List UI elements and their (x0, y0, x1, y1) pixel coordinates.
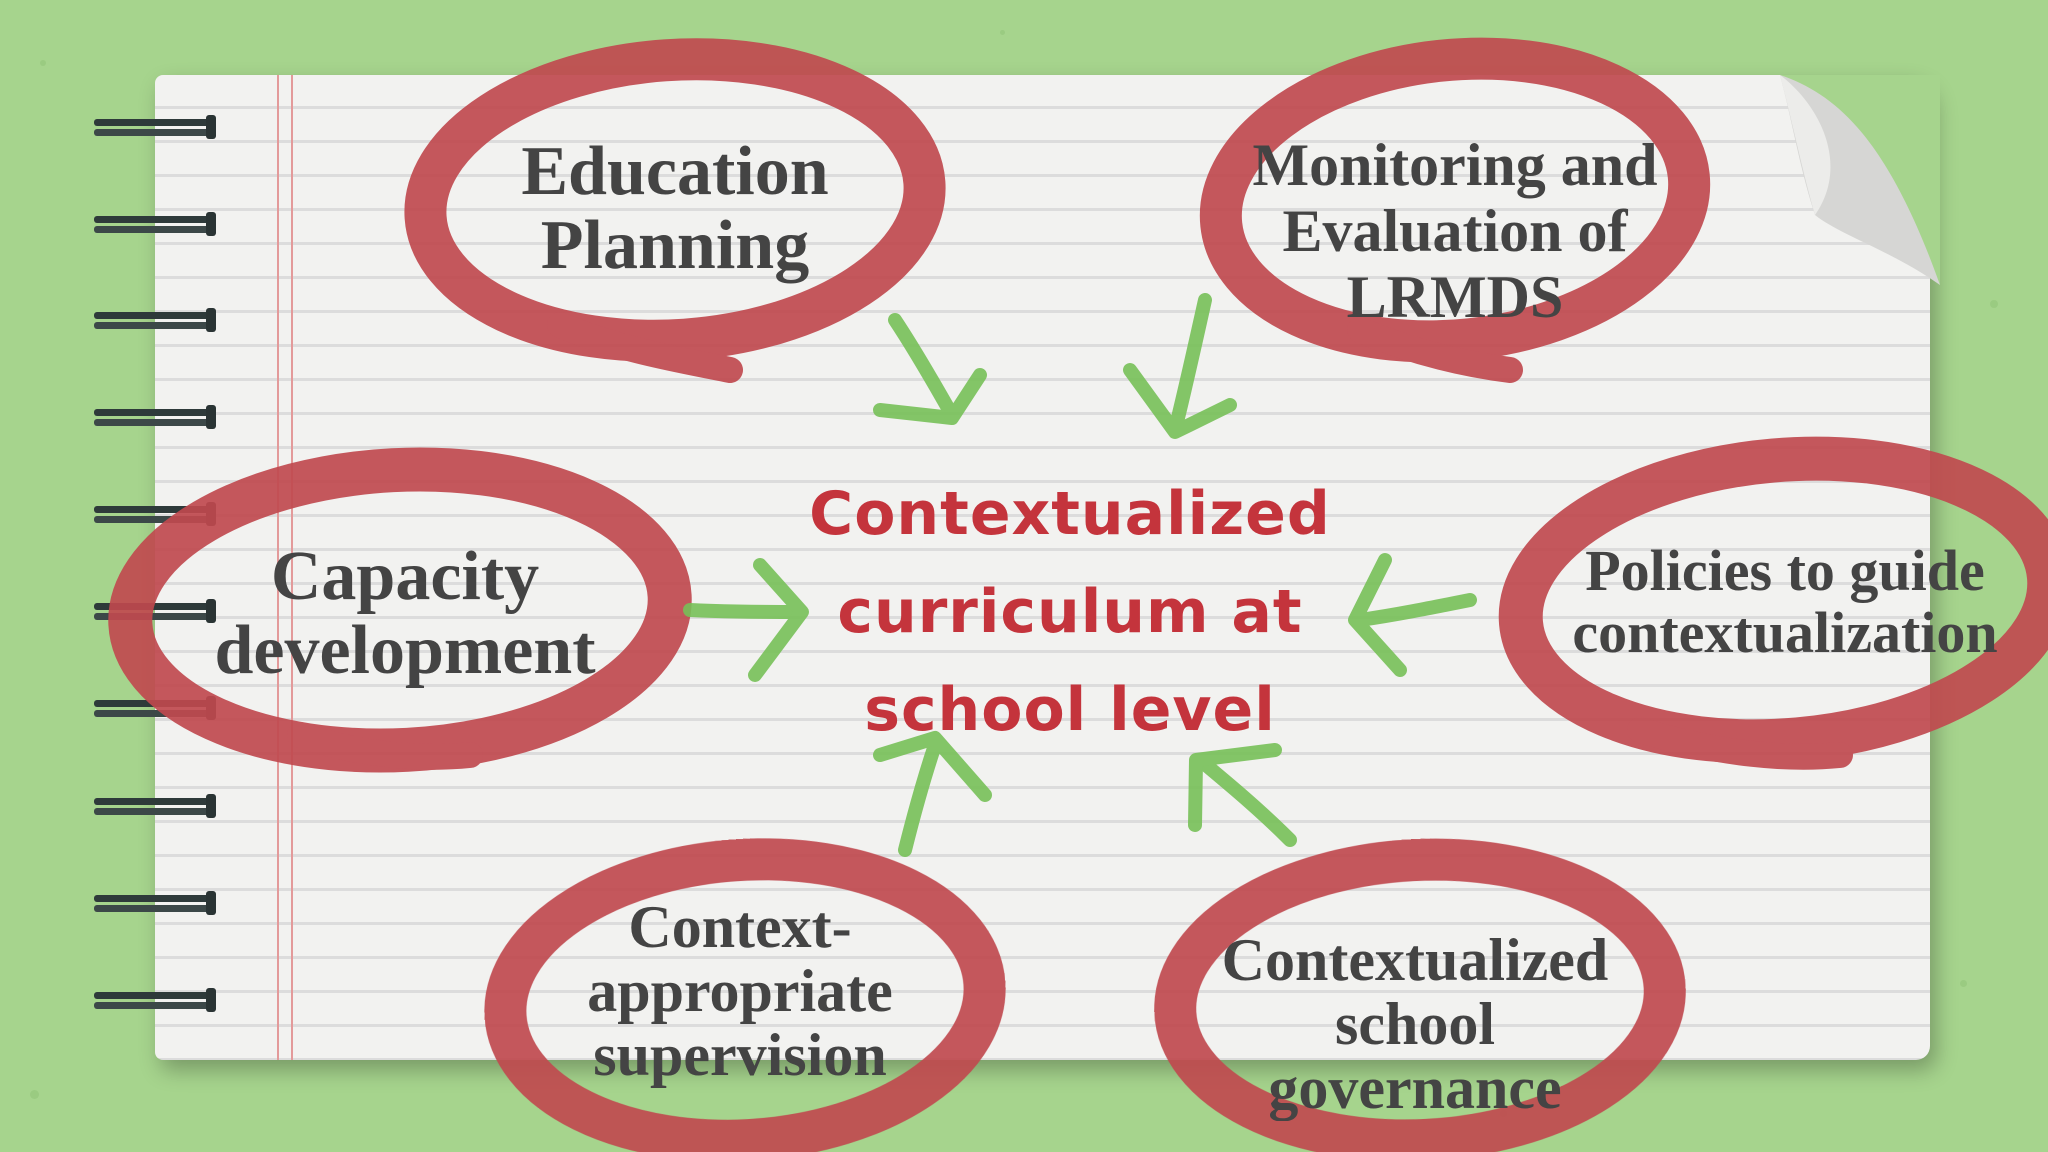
margin-line (291, 75, 293, 1060)
margin-line (277, 75, 279, 1060)
node-line: Evaluation of (1282, 198, 1628, 264)
circle-monitoring (1199, 37, 1711, 383)
node-line: development (214, 612, 596, 689)
node-line: Monitoring and (1252, 132, 1658, 198)
node-line: governance (1268, 1055, 1562, 1121)
center-concept: Contextualized curriculum at school leve… (790, 465, 1350, 759)
center-line: curriculum at (837, 577, 1303, 647)
center-line: school level (864, 675, 1276, 745)
background-speckle (1000, 30, 1005, 35)
arrow-from-policies (1348, 553, 1477, 677)
arrow-from-capacity (683, 558, 809, 682)
circle-governance (1154, 838, 1686, 1152)
node-line: supervision (593, 1022, 887, 1088)
node-line: Contextualized (1221, 927, 1609, 993)
node-line: Context- (628, 894, 852, 960)
node-capacity: Capacity development (170, 540, 640, 688)
node-line: Education (521, 133, 829, 210)
node-line: LRMDS (1346, 264, 1564, 330)
node-line: Capacity (270, 538, 540, 615)
spiral-ring (94, 794, 216, 818)
background-speckle (1990, 300, 1998, 308)
background-speckle (30, 1090, 39, 1099)
arrow-from-supervision (873, 731, 992, 857)
spiral-ring (94, 308, 216, 332)
node-supervision: Context- appropriate supervision (540, 895, 940, 1087)
circle-capacity (108, 447, 692, 773)
node-policies: Policies to guide contextualization (1530, 540, 2040, 664)
spiral-ring (94, 891, 216, 915)
node-education-planning: Education Planning (470, 135, 880, 283)
arrow-from-education-planning (873, 313, 987, 425)
node-governance: Contextualized school governance (1180, 928, 1650, 1120)
circle-education-planning (404, 38, 946, 383)
background-speckle (1960, 980, 1967, 987)
circle-policies (1498, 436, 2048, 770)
node-monitoring: Monitoring and Evaluation of LRMDS (1215, 132, 1695, 330)
node-line: school (1334, 991, 1496, 1057)
node-line: contextualization (1572, 600, 1998, 665)
spiral-ring (94, 115, 216, 139)
arrow-from-monitoring (1123, 293, 1237, 439)
node-line: Planning (540, 207, 810, 284)
spiral-ring (94, 212, 216, 236)
spiral-ring (94, 988, 216, 1012)
page-curl (1780, 75, 1940, 285)
node-line: appropriate (587, 958, 893, 1024)
center-line: Contextualized (809, 479, 1331, 549)
spiral-ring (94, 405, 216, 429)
circle-supervision (484, 838, 1006, 1152)
arrow-from-governance (1188, 743, 1297, 847)
background-speckle (40, 60, 46, 66)
node-line: Policies to guide (1585, 538, 1985, 603)
